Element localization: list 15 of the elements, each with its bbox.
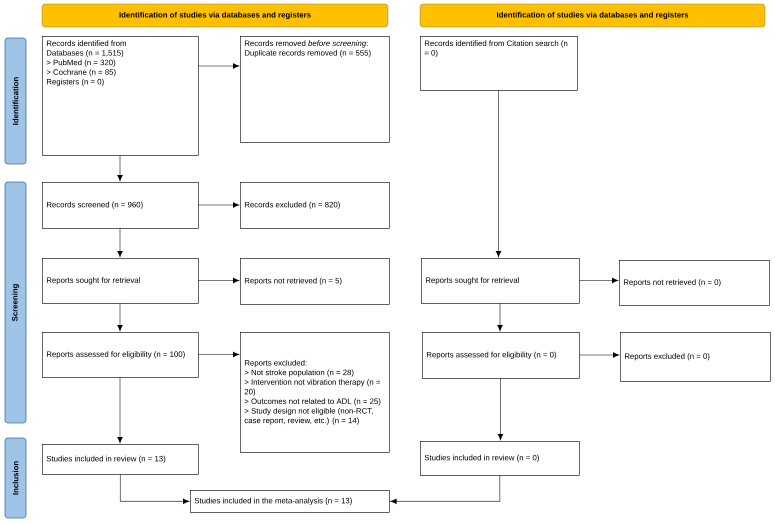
arrow: [579, 278, 618, 284]
arrow: [120, 474, 189, 504]
arrow: [117, 303, 123, 331]
arrow: [498, 378, 504, 440]
arrow: [198, 352, 239, 358]
arrow: [198, 63, 239, 69]
arrow: [198, 278, 239, 284]
arrow: [497, 303, 503, 331]
arrow: [579, 352, 619, 358]
arrow: [390, 475, 500, 504]
arrow: [117, 377, 123, 443]
arrow: [496, 90, 502, 257]
arrow: [117, 155, 123, 181]
arrow: [198, 202, 239, 208]
arrow: [117, 228, 123, 257]
